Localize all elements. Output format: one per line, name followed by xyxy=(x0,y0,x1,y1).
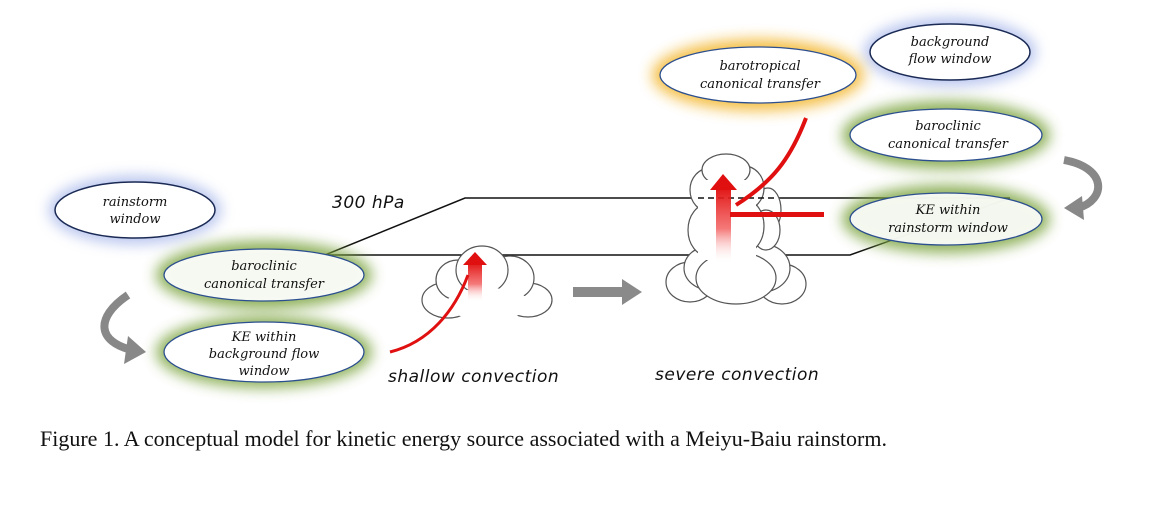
rainstorm-window-ellipse: rainstorm window xyxy=(49,176,221,244)
baroclinic-transfer-left-ellipse: baroclinic canonical transfer xyxy=(156,241,372,309)
barotropical-transfer-ellipse: barotropical canonical transfer xyxy=(652,39,864,111)
rainstorm-window-line2: window xyxy=(110,212,161,227)
background-flow-window-ellipse: background flow window xyxy=(864,18,1036,86)
baroclinic-transfer-right-ellipse: baroclinic canonical transfer xyxy=(842,101,1050,169)
baroclinic-right-line2: canonical transfer xyxy=(888,137,1009,152)
background-flow-line1: background xyxy=(911,35,990,50)
shallow-red-arrow xyxy=(389,274,470,354)
shallow-cloud xyxy=(421,245,553,320)
gray-cycle-arrow-right xyxy=(1063,156,1103,220)
baroclinic-inflow-arrow xyxy=(730,212,824,217)
baroclinic-left-line2: canonical transfer xyxy=(204,277,325,292)
pressure-level-label: 300 hPa xyxy=(332,193,405,213)
ke-rainstorm-line2: rainstorm window xyxy=(888,221,1008,236)
ke-background-line1: KE within xyxy=(231,330,297,345)
figure-caption: Figure 1. A conceptual model for kinetic… xyxy=(40,426,887,451)
barotropic-red-arrow xyxy=(734,117,808,207)
shallow-updraft-head xyxy=(463,252,487,265)
ke-rainstorm-window-ellipse: KE within rainstorm window xyxy=(842,185,1050,253)
gray-transition-arrow xyxy=(573,279,642,305)
shallow-updraft xyxy=(468,262,482,302)
gray-cycle-arrow-left xyxy=(100,291,146,364)
baroclinic-right-line1: baroclinic xyxy=(915,119,981,134)
baroclinic-left-line1: baroclinic xyxy=(231,259,297,274)
severe-updraft xyxy=(716,186,731,264)
ke-background-line2: background flow xyxy=(209,347,319,362)
rainstorm-window-line1: rainstorm xyxy=(103,195,168,210)
shallow-convection-label: shallow convection xyxy=(388,367,559,387)
barotropical-line2: canonical transfer xyxy=(700,77,821,92)
barotropical-line1: barotropical xyxy=(719,59,800,74)
ke-background-line3: window xyxy=(239,364,290,379)
severe-updraft-head xyxy=(710,174,737,190)
severe-convection-label: severe convection xyxy=(655,365,819,385)
ke-background-flow-ellipse: KE within background flow window xyxy=(156,316,372,388)
ke-rainstorm-line1: KE within xyxy=(915,203,981,218)
background-flow-line2: flow window xyxy=(908,52,992,67)
